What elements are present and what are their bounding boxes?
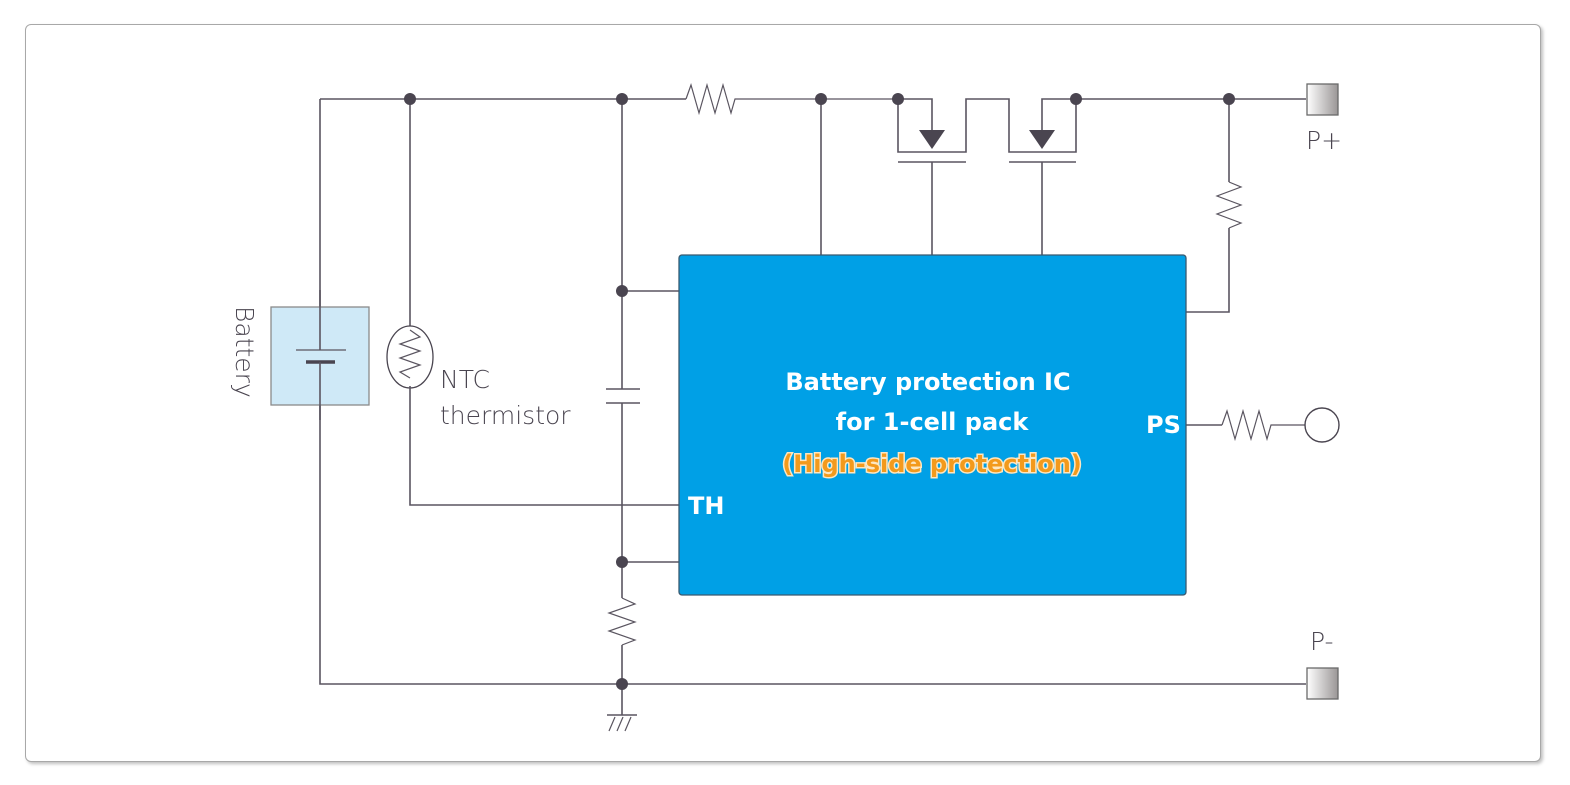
series-resistor: [685, 82, 898, 116]
ntc-thermistor: [386, 99, 679, 506]
p-plus-label: P+: [1306, 126, 1342, 155]
top-rail: [320, 82, 1306, 116]
p-plus-resistor: [1186, 99, 1243, 313]
ic-title-line2: for 1-cell pack: [836, 408, 1030, 436]
p-minus-terminal[interactable]: [1306, 667, 1339, 700]
ntc-label-line1: NTC: [440, 365, 490, 394]
pin-ps-label: PS: [1146, 411, 1181, 439]
ic-title-line3: (High-side protection): [782, 450, 1082, 478]
p-plus-terminal[interactable]: [1306, 83, 1339, 116]
junctions: [404, 93, 1235, 690]
p-minus-label: P-: [1310, 627, 1334, 656]
ic-title-line1: Battery protection IC: [785, 368, 1070, 396]
ground-icon: [607, 714, 637, 732]
filter-column: [606, 99, 679, 715]
protection-ic: [678, 254, 1187, 596]
ntc-label-line2: thermistor: [440, 401, 571, 430]
mosfet-discharge: [897, 98, 1077, 255]
mosfet-charge: [1009, 98, 1076, 255]
pin-th-label: TH: [688, 492, 724, 520]
battery: [270, 290, 370, 420]
ps-terminal[interactable]: [1304, 407, 1340, 443]
battery-label: Battery: [230, 306, 259, 398]
ps-resistor: [1186, 407, 1340, 443]
